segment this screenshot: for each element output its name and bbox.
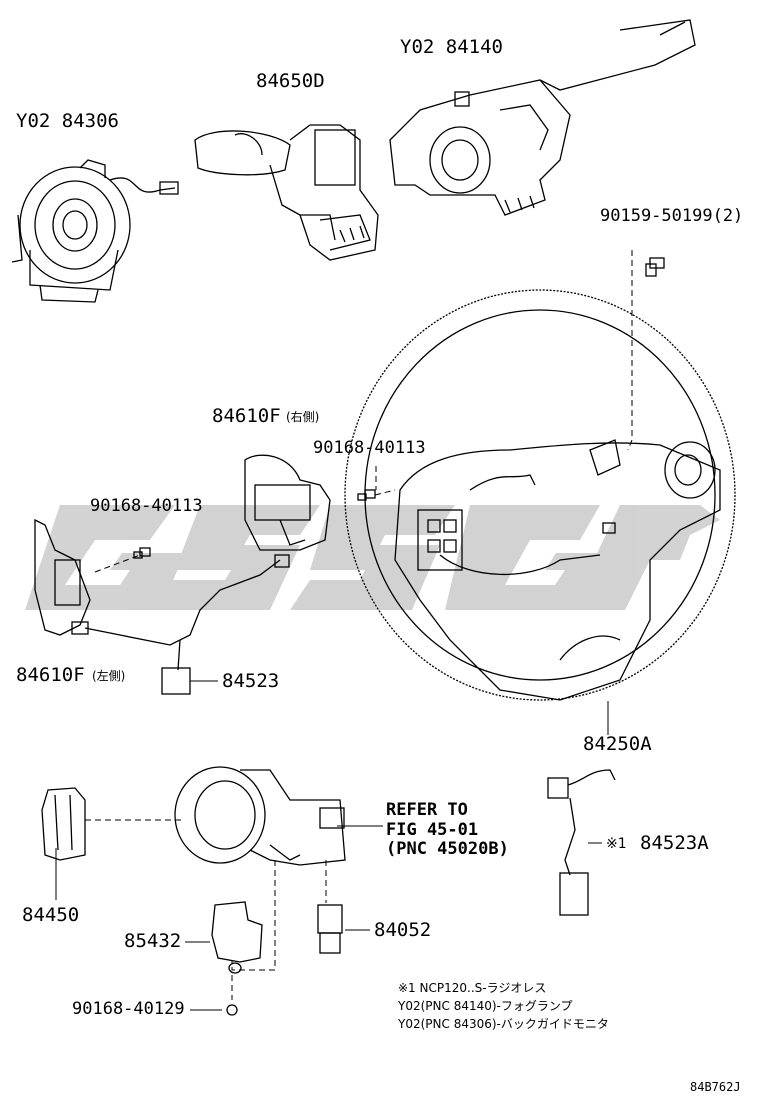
part-label-90168-right: 90168-40113 — [313, 438, 426, 458]
part-label-84650d: 84650D — [256, 70, 325, 92]
refer-line-2: FIG 45-01 — [386, 819, 479, 840]
harness-84523-drawing — [71, 554, 290, 695]
part-label-85432: 85432 — [124, 930, 182, 952]
harness-84523a-drawing — [547, 769, 616, 916]
part-label-84250a: 84250A — [583, 733, 652, 755]
watermark-logo — [25, 505, 720, 610]
part-label-84052: 84052 — [374, 919, 432, 941]
part-84450-drawing — [41, 787, 86, 861]
column-assy-drawing — [174, 766, 346, 866]
part-label-84140: Y02 84140 — [400, 36, 503, 58]
wiper-switch-drawing — [389, 19, 696, 216]
part-label-84523: 84523 — [222, 670, 280, 692]
leader-lines — [55, 680, 609, 1011]
part-label-90168-left: 90168-40113 — [90, 496, 203, 516]
refer-line-3: (PNC 45020B) — [386, 839, 509, 860]
part-label-84610f-left-side: (左側) — [92, 669, 126, 683]
part-label-84450: 84450 — [22, 904, 80, 926]
part-label-84306: Y02 84306 — [16, 110, 119, 132]
part-label-84610f-right-side: (右側) — [286, 410, 320, 424]
dashed-lines — [85, 250, 633, 1000]
part-label-84610f-left: 84610F — [16, 664, 85, 686]
footnote-3: Y02(PNC 84306)-バックガイドモニタ — [398, 1017, 609, 1031]
part-label-90168-40129: 90168-40129 — [72, 999, 185, 1019]
refer-note: REFER TO FIG 45-01 (PNC 45020B) — [386, 800, 509, 860]
part-label-84610f-right: 84610F — [212, 405, 281, 427]
spiral-cable-drawing — [11, 159, 179, 303]
part-label-84523a: 84523A — [640, 832, 709, 854]
turn-switch-drawing — [194, 124, 379, 261]
bolt-90159-drawing — [645, 257, 665, 277]
steering-wheel-drawing — [344, 289, 736, 701]
part-84052-drawing — [317, 904, 343, 954]
refer-line-1: REFER TO — [386, 800, 468, 820]
part-85432-drawing — [211, 901, 263, 1016]
footnote-2: Y02(PNC 84140)-フォグランプ — [398, 999, 573, 1013]
part-label-84523a-mark: ※1 — [606, 836, 627, 852]
left-pad-switch-drawing — [34, 518, 151, 636]
part-label-90159: 90159-50199(2) — [600, 206, 744, 226]
footnote-1: ※1 NCP120..S-ラジオレス — [398, 981, 547, 995]
diagram-code: 84B762J — [690, 1080, 741, 1094]
right-pad-switch-drawing — [244, 454, 376, 551]
